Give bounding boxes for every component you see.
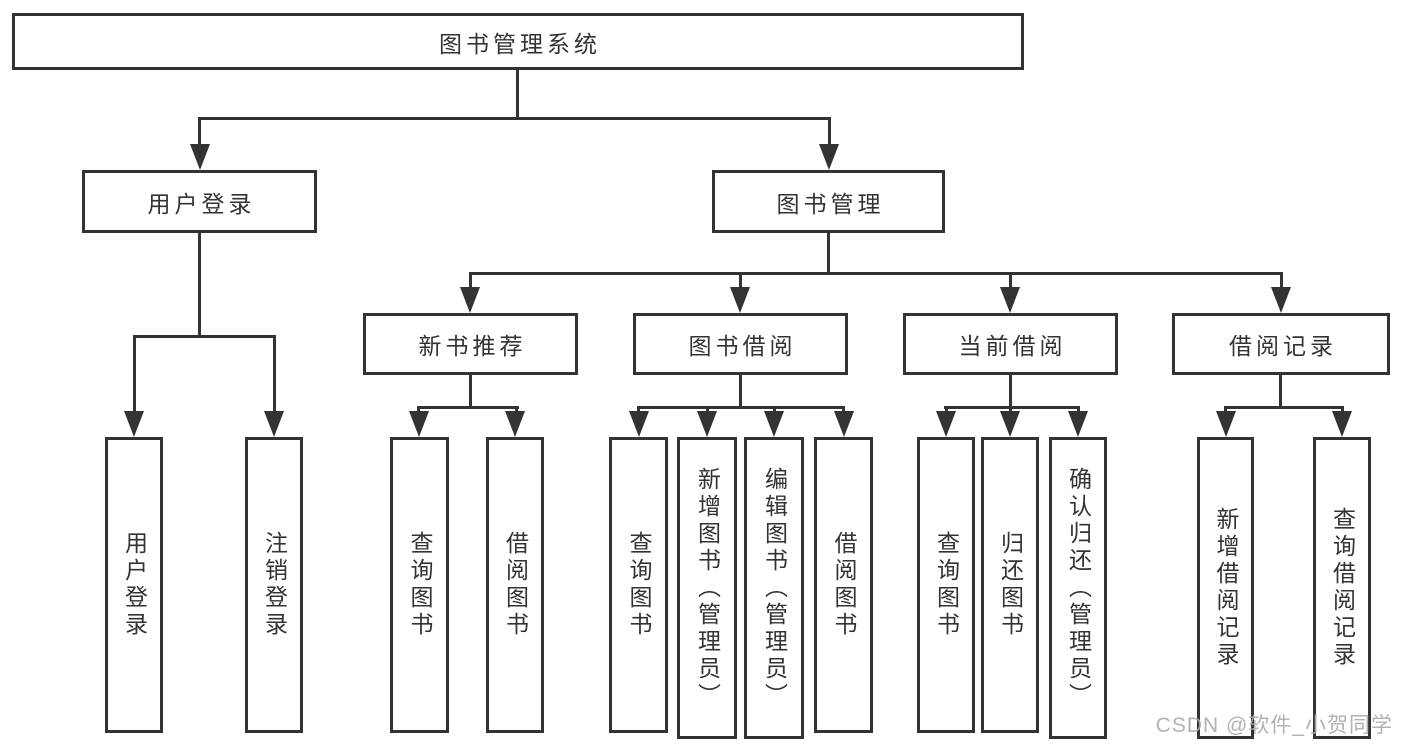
connector-book-drop-3 xyxy=(1009,272,1012,290)
leaf-borrow-book: 借阅图书 xyxy=(814,437,873,733)
leaf-confirm-return-admin-label: 确认归还（管理员） xyxy=(1065,466,1092,710)
leaf-user-login-label: 用户登录 xyxy=(121,531,148,639)
arrow-down-icon xyxy=(764,411,784,437)
connector-user-stub xyxy=(198,233,201,337)
leaf-add-book-admin: 新增图书（管理员） xyxy=(677,437,737,739)
leaf-logout: 注销登录 xyxy=(245,437,303,733)
leaf-borrow-query-book-label: 查询图书 xyxy=(626,531,652,639)
leaf-query-borrow-record-label: 查询借阅记录 xyxy=(1329,507,1356,669)
connector-m3-stub xyxy=(1009,375,1012,408)
connector-m4-stub xyxy=(1279,375,1282,408)
node-current-borrow: 当前借阅 xyxy=(903,313,1118,375)
leaf-borrow-query-book: 查询图书 xyxy=(609,437,668,733)
connector-m4-bar xyxy=(1224,406,1344,409)
connector-root-bar xyxy=(198,117,831,120)
arrow-down-icon xyxy=(936,411,956,437)
leaf-recommend-borrow-book: 借阅图书 xyxy=(486,437,544,733)
node-book-borrow: 图书借阅 xyxy=(633,313,848,375)
arrow-down-icon xyxy=(190,144,210,170)
arrow-down-icon xyxy=(697,411,717,437)
node-user-login-branch: 用户登录 xyxy=(82,170,317,233)
connector-user-drop-2 xyxy=(273,335,276,415)
arrow-down-icon xyxy=(834,411,854,437)
node-library-system-label: 图书管理系统 xyxy=(439,30,601,57)
arrow-down-icon xyxy=(629,411,649,437)
connector-book-stub xyxy=(827,233,830,274)
arrow-down-icon xyxy=(264,411,284,437)
connector-user-drop-1 xyxy=(133,335,136,415)
connector-book-drop-2 xyxy=(739,272,742,290)
arrow-down-icon xyxy=(730,287,750,313)
connector-m1-bar xyxy=(417,406,519,409)
node-user-login-branch-label: 用户登录 xyxy=(147,190,256,217)
leaf-current-query-book: 查询图书 xyxy=(917,437,975,733)
node-current-borrow-label: 当前借阅 xyxy=(958,333,1067,359)
connector-m2-bar xyxy=(637,406,845,409)
node-borrow-record: 借阅记录 xyxy=(1172,313,1390,375)
connector-book-drop-1 xyxy=(469,272,472,290)
connector-root-stub xyxy=(516,69,519,119)
leaf-recommend-borrow-book-label: 借阅图书 xyxy=(502,531,529,639)
arrow-down-icon xyxy=(1271,287,1291,313)
arrow-down-icon xyxy=(819,144,839,170)
node-book-management-branch: 图书管理 xyxy=(712,170,945,233)
arrow-down-icon xyxy=(505,411,525,437)
leaf-add-book-admin-label: 新增图书（管理员） xyxy=(694,466,721,710)
connector-root-drop-left xyxy=(198,117,201,147)
arrow-down-icon xyxy=(1332,411,1352,437)
leaf-return-book-label: 归还图书 xyxy=(997,531,1024,639)
leaf-confirm-return-admin: 确认归还（管理员） xyxy=(1049,437,1107,739)
connector-user-bar xyxy=(133,335,276,338)
leaf-user-login: 用户登录 xyxy=(105,437,163,733)
arrow-down-icon xyxy=(1000,287,1020,313)
connector-root-drop-right xyxy=(828,117,831,147)
node-new-book-recommend: 新书推荐 xyxy=(363,313,578,375)
leaf-logout-label: 注销登录 xyxy=(261,531,288,639)
node-library-system: 图书管理系统 xyxy=(12,13,1024,70)
leaf-add-borrow-record-label: 新增借阅记录 xyxy=(1213,507,1239,669)
leaf-current-query-book-label: 查询图书 xyxy=(933,531,960,639)
node-new-book-recommend-label: 新书推荐 xyxy=(418,333,527,359)
arrow-down-icon xyxy=(1216,411,1236,437)
arrow-down-icon xyxy=(409,411,429,437)
leaf-recommend-query-book-label: 查询图书 xyxy=(407,531,433,639)
connector-book-bar xyxy=(469,272,1283,275)
leaf-borrow-book-label: 借阅图书 xyxy=(831,531,857,639)
leaf-return-book: 归还图书 xyxy=(981,437,1039,733)
leaf-recommend-query-book: 查询图书 xyxy=(390,437,449,733)
leaf-edit-book-admin-label: 编辑图书（管理员） xyxy=(761,466,788,710)
connector-m3-bar xyxy=(944,406,1080,409)
arrow-down-icon xyxy=(460,287,480,313)
connector-m2-stub xyxy=(739,375,742,408)
leaf-edit-book-admin: 编辑图书（管理员） xyxy=(744,437,804,739)
leaf-add-borrow-record: 新增借阅记录 xyxy=(1197,437,1254,739)
node-borrow-record-label: 借阅记录 xyxy=(1229,333,1337,359)
connector-m1-stub xyxy=(469,375,472,408)
leaf-query-borrow-record: 查询借阅记录 xyxy=(1313,437,1371,739)
connector-book-drop-4 xyxy=(1280,272,1283,290)
node-book-management-branch-label: 图书管理 xyxy=(776,190,885,217)
arrow-down-icon xyxy=(1068,411,1088,437)
node-book-borrow-label: 图书借阅 xyxy=(688,333,797,359)
arrow-down-icon xyxy=(1000,411,1020,437)
arrow-down-icon xyxy=(124,411,144,437)
